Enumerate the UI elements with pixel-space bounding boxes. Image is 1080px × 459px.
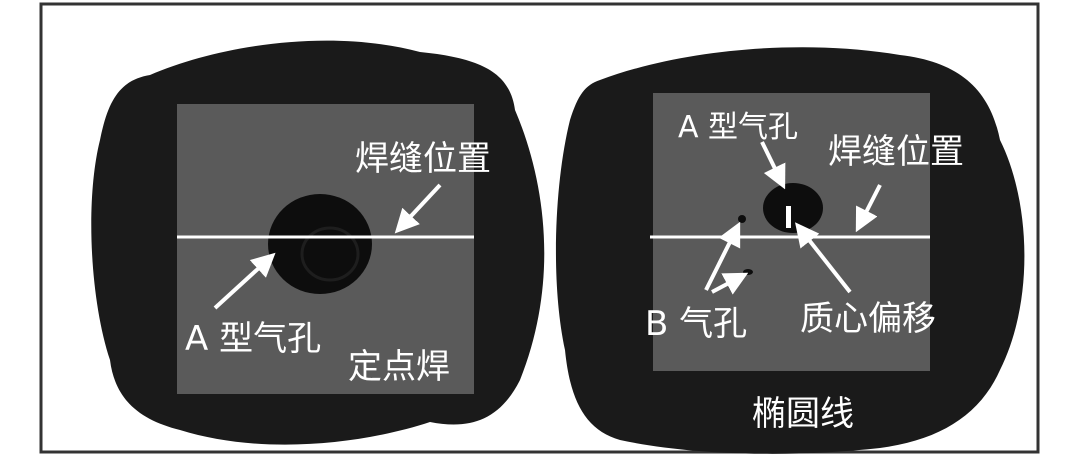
right-pore-b-label: B 气孔 xyxy=(645,304,747,344)
left-pore-label: A 型气孔 xyxy=(185,319,321,359)
right-centroid-arrow xyxy=(795,222,852,294)
left-pore-a xyxy=(268,194,372,294)
right-pore-b-arrow-2 xyxy=(711,272,749,295)
left-pore-arrow xyxy=(213,252,276,310)
right-pore-b-1 xyxy=(738,215,746,223)
right-pore-a xyxy=(763,183,823,233)
right-process-label: 椭圆线 xyxy=(752,394,854,434)
left-weld-position-label: 焊缝位置 xyxy=(355,139,491,179)
left-sample: 焊缝位置 A 型气孔 定点焊 xyxy=(91,40,545,445)
right-centroid-label: 质心偏移 xyxy=(800,299,936,339)
right-pore-b-2 xyxy=(743,269,753,275)
right-pore-b-arrow-1 xyxy=(704,221,741,291)
right-sample: A 型气孔 焊缝位置 B 气孔 质心偏移 椭圆线 xyxy=(555,47,1025,454)
right-centroid-marker xyxy=(786,206,791,228)
left-weld-arrow xyxy=(394,183,442,234)
right-weld-arrow xyxy=(855,184,882,233)
right-pore-a-label: A 型气孔 xyxy=(678,110,798,145)
right-weld-position-label: 焊缝位置 xyxy=(828,132,964,172)
left-process-label: 定点焊 xyxy=(348,347,450,387)
left-pore-a-inner xyxy=(300,226,360,282)
right-pore-a-arrow xyxy=(760,141,786,190)
